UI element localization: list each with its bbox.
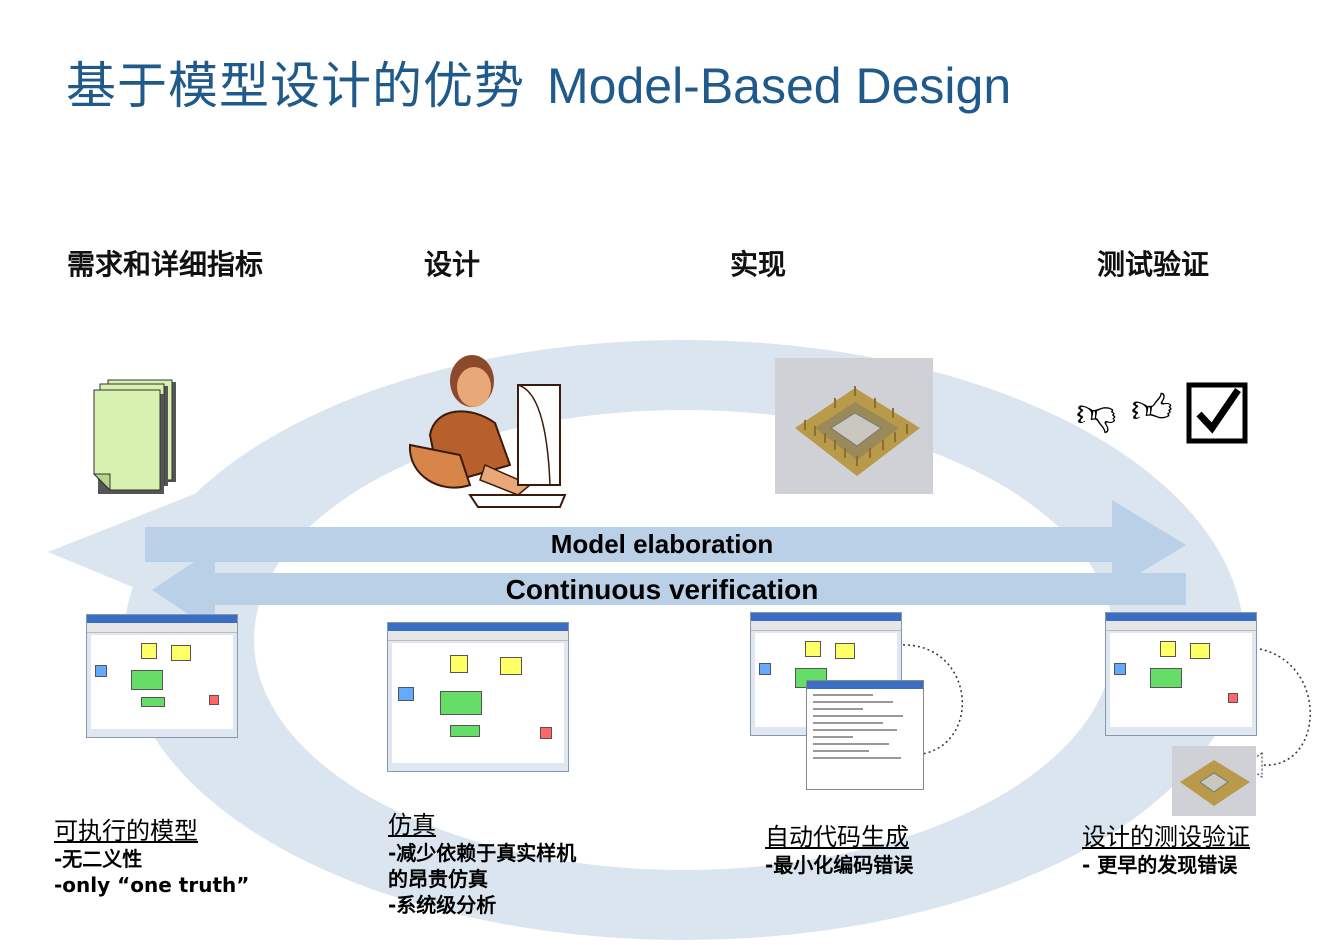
small-chip-icon <box>1172 746 1256 816</box>
caption-heading-2: 仿真 <box>388 811 436 839</box>
caption-executable-model: 可执行的模型 -无二义性 -only “one truth” <box>54 816 249 898</box>
caption-simulation: 仿真 -减少依赖于真实样机 的昂贵仿真 -系统级分析 <box>388 810 576 918</box>
designer-at-computer-icon <box>408 355 567 508</box>
caption-line: -无二义性 <box>54 847 143 871</box>
caption-line: -系统级分析 <box>388 893 497 917</box>
phase-implementation: 实现 <box>730 248 787 281</box>
phase-test-verification: 测试验证 <box>1097 248 1210 281</box>
documents-stack-icon <box>92 379 176 494</box>
page-title: 基于模型设计的优势 Model-Based Design <box>66 46 1011 118</box>
title-chinese: 基于模型设计的优势 <box>66 57 525 115</box>
caption-heading-1: 可执行的模型 <box>54 817 198 845</box>
arrow-label-verification: Continuous verification <box>505 574 819 605</box>
phase-requirements: 需求和详细指标 <box>67 248 264 281</box>
processor-chip-icon <box>775 358 933 494</box>
caption-code-generation: 自动代码生成 -最小化编码错误 <box>765 822 913 878</box>
thumbs-up-icon: 👍︎ <box>1131 386 1173 432</box>
model-screenshot-2 <box>387 622 569 772</box>
caption-heading-3: 自动代码生成 <box>765 823 909 851</box>
arrow-label-elaboration: Model elaboration <box>550 529 774 559</box>
cycle-loop <box>124 340 1244 940</box>
generated-code-window <box>806 680 924 790</box>
caption-line: - 更早的发现错误 <box>1082 853 1238 877</box>
elaboration-arrow <box>145 500 1186 590</box>
caption-design-verification: 设计的测设验证 - 更早的发现错误 <box>1082 822 1250 878</box>
checked-box-icon <box>1186 382 1248 444</box>
model-screenshot-4 <box>1105 612 1257 736</box>
caption-line: -only “one truth” <box>54 873 250 897</box>
caption-heading-4: 设计的测设验证 <box>1082 823 1250 851</box>
caption-line: 的昂贵仿真 <box>388 867 488 891</box>
verification-arrow <box>152 548 1186 632</box>
caption-line: -减少依赖于真实样机 <box>388 841 577 865</box>
title-english: Model-Based Design <box>547 58 1012 114</box>
phase-design: 设计 <box>424 248 481 281</box>
caption-line: -最小化编码错误 <box>765 853 914 877</box>
model-screenshot-1 <box>86 614 238 738</box>
thumbs-down-icon: 👎︎ <box>1076 390 1117 436</box>
dotted-loop-4 <box>1254 647 1311 766</box>
